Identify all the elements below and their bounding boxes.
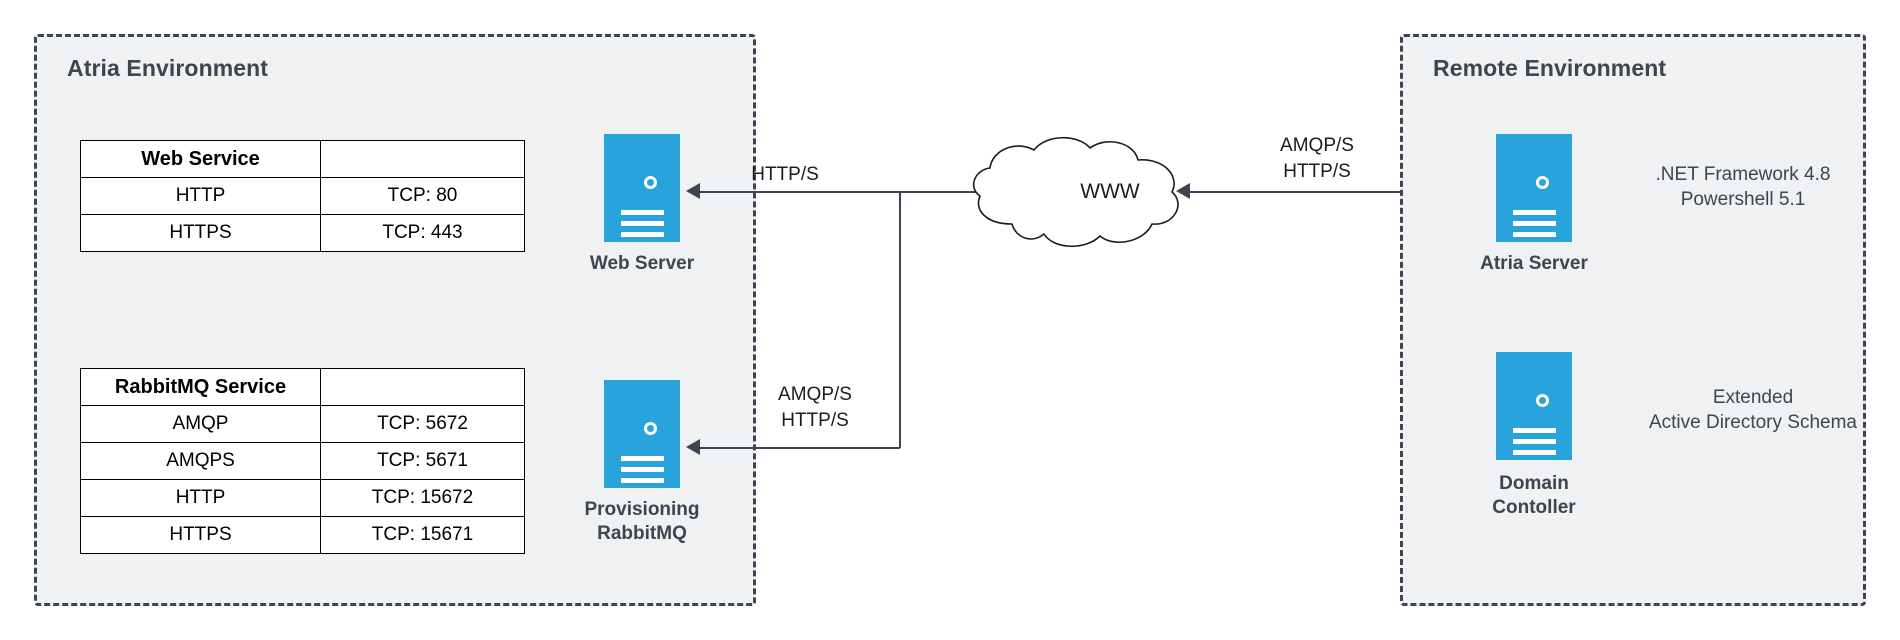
web-server-arrowhead-icon	[686, 183, 700, 199]
server-vent-bar-icon	[621, 478, 664, 483]
edge-label-remote-amqp-http: AMQP/S HTTP/S	[1280, 135, 1354, 182]
table-row: HTTPS TCP: 15671	[80, 516, 525, 554]
middle-vertical-connector-line	[899, 191, 901, 448]
remote-environment-title: Remote Environment	[1433, 55, 1667, 81]
domain-controller-label: Domain Contoller	[1492, 473, 1576, 518]
server-vent-bar-icon	[621, 467, 664, 472]
atria-environment-title: Atria Environment	[67, 55, 269, 81]
cloud-left-connector-line	[899, 191, 984, 193]
server-vent-bar-icon	[1513, 210, 1556, 215]
web-service-port-table: Web Service HTTP TCP: 80 HTTPS TCP: 443	[80, 140, 525, 252]
rabbitmq-service-row-2-port: TCP: 15672	[320, 479, 525, 517]
web-service-header-name: Web Service	[80, 140, 321, 178]
rabbitmq-service-row-1-port: TCP: 5671	[320, 442, 525, 480]
provisioning-rabbitmq-icon	[604, 380, 680, 488]
edge-label-web-http: HTTP/S	[751, 164, 819, 185]
www-cloud-label: WWW	[1080, 180, 1140, 203]
server-vent-bar-icon	[1513, 232, 1556, 237]
table-row: Web Service	[80, 140, 525, 178]
rabbitmq-service-header-port	[320, 368, 525, 406]
server-power-led-icon	[1536, 176, 1549, 189]
server-vent-bar-icon	[621, 210, 664, 215]
atria-server-icon	[1496, 134, 1572, 242]
web-service-row-0-port: TCP: 80	[320, 177, 525, 215]
web-service-row-1-port: TCP: 443	[320, 214, 525, 252]
web-service-header-port	[320, 140, 525, 178]
remote-to-cloud-connector-line	[1186, 191, 1496, 193]
rabbitmq-service-row-1-name: AMQPS	[80, 442, 321, 480]
www-cloud-icon	[972, 137, 1179, 247]
server-power-led-icon	[644, 422, 657, 435]
server-vent-bar-icon	[1513, 439, 1556, 444]
table-row: HTTPS TCP: 443	[80, 214, 525, 252]
domain-controller-icon	[1496, 352, 1572, 460]
server-vent-bar-icon	[621, 232, 664, 237]
table-row: RabbitMQ Service	[80, 368, 525, 406]
server-power-led-icon	[1536, 394, 1549, 407]
web-server-label: Web Server	[589, 253, 695, 274]
rabbitmq-service-port-table: RabbitMQ Service AMQP TCP: 5672 AMQPS TC…	[80, 368, 525, 554]
remote-environment-container: Remote Environment	[1400, 34, 1866, 606]
rabbitmq-connector-line	[700, 447, 900, 449]
server-vent-bar-icon	[621, 221, 664, 226]
edge-label-rabbitmq-amqp-http: AMQP/S HTTP/S	[778, 384, 852, 431]
server-vent-bar-icon	[1513, 450, 1556, 455]
rabbitmq-service-row-3-port: TCP: 15671	[320, 516, 525, 554]
web-server-icon	[604, 134, 680, 242]
rabbitmq-service-row-0-name: AMQP	[80, 405, 321, 443]
table-row: AMQPS TCP: 5671	[80, 442, 525, 480]
rabbitmq-service-row-2-name: HTTP	[80, 479, 321, 517]
server-vent-bar-icon	[1513, 221, 1556, 226]
rabbitmq-service-header-name: RabbitMQ Service	[80, 368, 321, 406]
rabbitmq-service-row-3-name: HTTPS	[80, 516, 321, 554]
provisioning-rabbitmq-label: Provisioning RabbitMQ	[584, 499, 700, 544]
server-power-led-icon	[644, 176, 657, 189]
server-vent-bar-icon	[1513, 428, 1556, 433]
table-row: HTTP TCP: 80	[80, 177, 525, 215]
atria-server-label: Atria Server	[1480, 253, 1588, 274]
web-server-connector-line	[700, 191, 900, 193]
table-row: HTTP TCP: 15672	[80, 479, 525, 517]
table-row: AMQP TCP: 5672	[80, 405, 525, 443]
domain-controller-note-annotation: Extended Active Directory Schema	[1648, 387, 1857, 434]
cloud-arrowhead-icon	[1176, 183, 1190, 199]
server-vent-bar-icon	[621, 456, 664, 461]
atria-server-stack-annotation: .NET Framework 4.8 Powershell 5.1	[1655, 164, 1831, 211]
rabbitmq-arrowhead-icon	[686, 439, 700, 455]
web-service-row-0-name: HTTP	[80, 177, 321, 215]
web-service-row-1-name: HTTPS	[80, 214, 321, 252]
rabbitmq-service-row-0-port: TCP: 5672	[320, 405, 525, 443]
